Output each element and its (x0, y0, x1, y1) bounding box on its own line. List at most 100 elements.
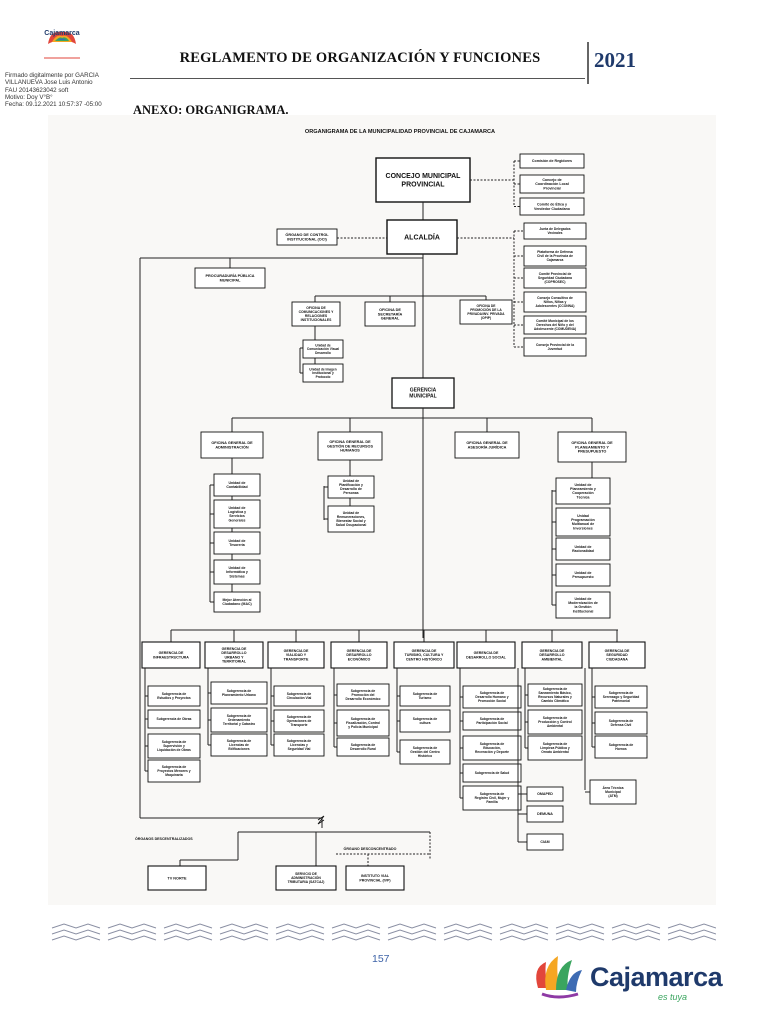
gerencia-linea-4-box (393, 641, 455, 669)
unidad-planeamiento-3-label: Unidad de (575, 571, 592, 575)
gerencia-linea-1-label: URBANO Y (224, 655, 244, 659)
entidad-satcaj-box (275, 865, 337, 891)
unidad-administracion-2-box (213, 531, 261, 555)
unidad-administracion-0-label: Contabilidad (226, 485, 247, 489)
subgerencia-4-2-box (399, 739, 451, 765)
subgerencia-2-0-label: Circulación Vial (287, 696, 312, 700)
subgerencia-6-1-label: Subgerencia de (543, 716, 568, 720)
subgerencia-1-0-label: Planeamiento Urbano (222, 693, 256, 697)
document-year: 2021 (594, 48, 636, 72)
gerencia-linea-6-label: GERENCIA DE (540, 649, 565, 653)
gerencia-linea-4-label: CENTRO HISTÓRICO (406, 656, 442, 661)
unidad-rrhh-0-box (327, 475, 375, 499)
subgerencia-6-2-label: Ornato Ambiental (541, 750, 569, 754)
gerencia-linea-7-label: SEGURIDAD (606, 653, 628, 657)
consejo-3-label: Adolescentes (CCONNA) (535, 304, 574, 308)
subgerencia-0-0-box (147, 685, 201, 707)
subgerencia-5-3: Subgerencia de Salud (462, 763, 522, 783)
gerencia-linea-1-label: DESARROLLO (221, 651, 246, 655)
gerencia-linea-2-box (267, 641, 325, 669)
gerencia-linea-4-label: TURISMO, CULTURA Y (405, 653, 444, 657)
entidad-satcaj-label: SERVICIO DE (295, 872, 318, 876)
gerencia-municipal-label: MUNICIPAL (409, 394, 436, 400)
gerencia-linea-6-label: AMBIENTAL (542, 657, 564, 661)
subgerencia-2-2-label: Subgerencia de (287, 739, 312, 743)
programa-social-2: CIAM (526, 833, 564, 851)
gerencia-linea-0-label: GERENCIA DE (159, 651, 184, 655)
unidad-administracion-4-label: Ciudadano (MAC) (222, 602, 251, 606)
subgerencia-4-0-label: Subgerencia de (413, 692, 438, 696)
comision-2-label: Comité de Ética y (537, 202, 567, 207)
subgerencia-5-0-label: Desarrollo Humano y (475, 695, 508, 699)
subgerencia-6-0-label: Cambio Climático (541, 699, 569, 703)
unidad-rrhh-1-label: Unidad de (343, 511, 360, 515)
organo-desconcentrado-label: ÓRGANO DESCONCENTRADO (344, 846, 397, 851)
unidad-planeamiento-3-label: Presupuesto (572, 575, 593, 579)
procuraduria-publica-label: PROCURADURÍA PÚBLICA (205, 273, 254, 278)
subgerencia-7-2-box (594, 735, 648, 759)
oficina-comunicaciones-box (291, 301, 341, 327)
subgerencia-7-1-box (594, 711, 648, 735)
unidad-planeamiento-2-label: Racionalidad (572, 549, 594, 553)
entidad-ivp-label: INSTITUTO VIAL (361, 874, 390, 878)
subgerencia-2-1-label: Operaciones de (287, 719, 312, 723)
consejo-4-box (523, 315, 587, 335)
programa-social-2-box (526, 833, 564, 851)
subgerencia-5-1-label: Subgerencia de (480, 717, 505, 721)
subgerencia-1-0-box (210, 681, 268, 705)
consejo-1-label: Cajamarca (547, 258, 564, 262)
consejo-0-label: Junta de Delegados (539, 227, 570, 231)
subgerencia-3-0-box (336, 683, 390, 707)
consejo-3-label: Niños, Niñas y (544, 300, 567, 304)
unidad-planeamiento-0-box (555, 477, 611, 505)
subgerencia-5-2-box (462, 735, 522, 761)
digital-signature: Firmado digitalmente por GARCIA VILLANUE… (5, 72, 102, 108)
subgerencia-5-2-label: Recreación y Deporte (475, 750, 509, 754)
comision-1-label: Provincial (543, 186, 560, 190)
unidad-administracion-1-label: Generales (229, 518, 246, 522)
gerencia-linea-5-label: DESARROLLO SOCIAL (466, 655, 507, 659)
subgerencia-5-0-box (462, 685, 522, 709)
subgerencia-1-2-label: Subgerencia de (227, 739, 252, 743)
subgerencia-5-1-label: Participación Social (476, 721, 507, 725)
area-tecnica-municipal-label: (ATM) (608, 794, 617, 798)
subgerencia-6-1-label: Ambiental (547, 724, 563, 728)
oficina-secretaria-general-label: OFICINA DE (379, 308, 401, 312)
unidad-planeamiento-2-box (555, 537, 611, 561)
oficina-comunicaciones-label: INSTITUCIONALES (301, 318, 332, 322)
header-vertical-divider (587, 42, 589, 84)
subgerencia-5-3-box (462, 763, 522, 783)
organo-control-institucional-label: INSTITUCIONAL (OCI) (287, 237, 327, 241)
area-tecnica-municipal-label: Área Técnica (602, 785, 623, 790)
subgerencia-7-2-label: Hornos (615, 747, 627, 751)
subgerencia-6-2-label: Limpieza Pública y (540, 746, 570, 750)
consejo-2-label: (COPROSEC) (544, 280, 565, 284)
consejo-0-box (523, 222, 587, 240)
subgerencia-1-2-label: Edificaciones (228, 747, 249, 751)
unidad-administracion-3-box (213, 559, 261, 585)
unidad-rrhh-0-label: Planificación y (339, 483, 363, 487)
comision-1-label: Coordinación Local (535, 182, 569, 186)
subgerencia-2-0-label: Subgerencia de (287, 692, 312, 696)
oficina-comunicaciones-label: OFICINA DE (306, 306, 326, 310)
